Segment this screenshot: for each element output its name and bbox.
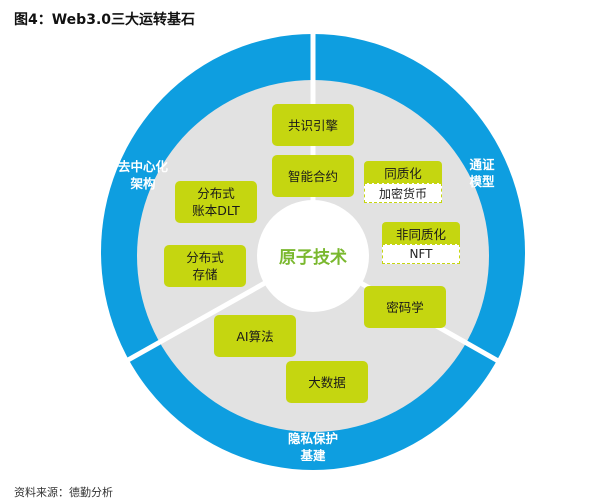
segment-decentralized-architecture: 去中心化 架构 <box>108 158 178 192</box>
token-type-example: NFT <box>382 244 460 264</box>
segment-label: 架构 <box>130 176 156 191</box>
box-label: 账本DLT <box>192 203 240 218</box>
source-note: 资料来源：德勤分析 <box>14 486 113 499</box>
tech-big-data: 大数据 <box>286 361 368 403</box>
segment-label: 隐私保护 <box>287 431 338 446</box>
core-circle <box>257 200 369 312</box>
token-type-head: 同质化 <box>364 161 442 183</box>
box-label: 分布式 <box>197 186 235 201</box>
tech-cryptography: 密码学 <box>364 286 446 328</box>
tech-consensus-engine: 共识引擎 <box>272 104 354 146</box>
box-label: 分布式 <box>186 250 224 265</box>
token-fungible: 同质化 加密货币 <box>364 161 442 203</box>
box-label: 存储 <box>192 267 218 282</box>
token-type-example: 加密货币 <box>364 183 442 203</box>
token-non-fungible: 非同质化 NFT <box>382 222 460 264</box>
tech-ai-algorithm: AI算法 <box>214 315 296 357</box>
segment-label: 基建 <box>300 448 326 463</box>
segment-token-model: 通证 模型 <box>457 156 507 190</box>
tech-distributed-ledger: 分布式 账本DLT <box>175 181 257 223</box>
core-label: 原子技术 <box>279 248 347 268</box>
segment-privacy-infrastructure: 隐私保护 基建 <box>270 430 356 464</box>
tech-distributed-storage: 分布式 存储 <box>164 245 246 287</box>
segment-label: 通证 <box>469 157 495 172</box>
segment-label: 模型 <box>469 174 495 189</box>
token-type-head: 非同质化 <box>382 222 460 244</box>
tech-smart-contract: 智能合约 <box>272 155 354 197</box>
segment-label: 去中心化 <box>117 159 168 174</box>
figure-title: 图4：Web3.0三大运转基石 <box>14 12 196 28</box>
